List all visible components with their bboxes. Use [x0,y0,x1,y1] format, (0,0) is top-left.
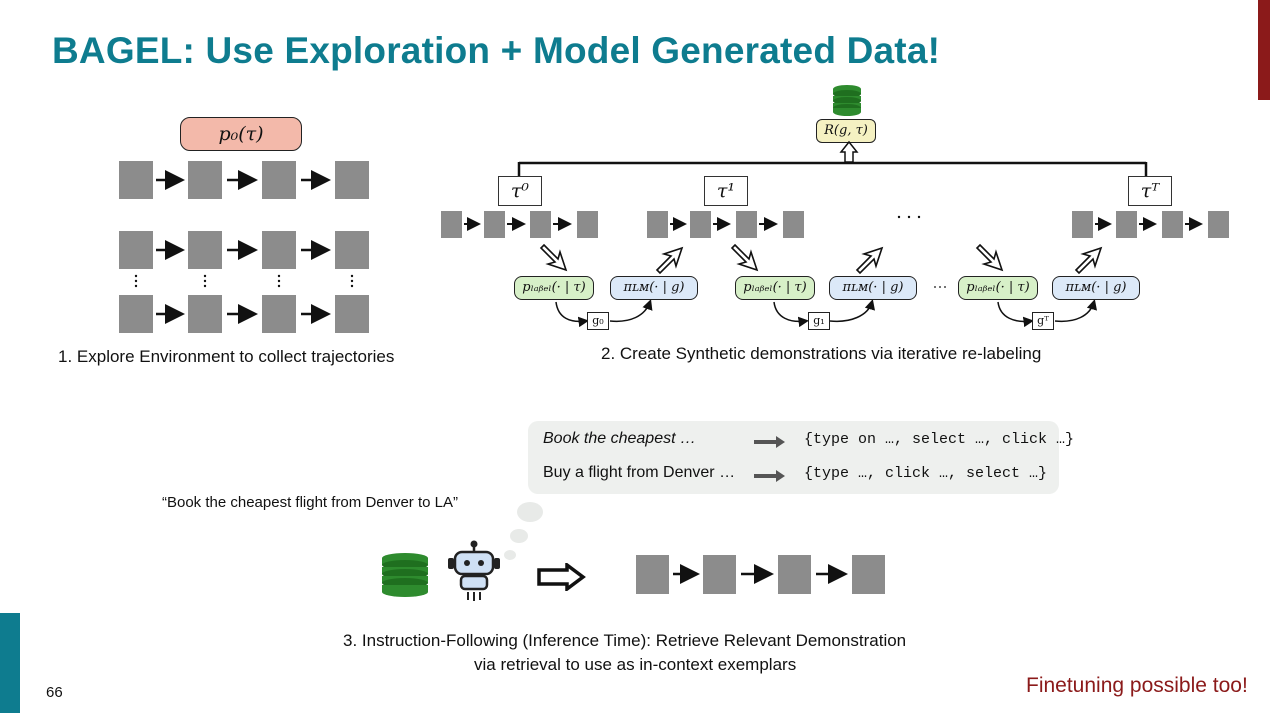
goal-connectors [555,299,1097,328]
slide-title: BAGEL: Use Exploration + Model Generated… [52,30,941,71]
trajectory-T [1072,211,1229,238]
diagonal-arrow-icon [539,243,1103,275]
arrow-icon [754,436,785,448]
label-model-box-3: pₗₐᵦₑₗ(· | τ) [958,276,1038,300]
robot-icon [448,540,500,601]
trajectory-row-2 [119,231,369,269]
up-hollow-arrow [839,140,859,163]
small-ellipsis [934,286,946,288]
accent-bar-left [0,613,20,713]
output-trajectory [636,555,885,594]
lm-policy-box-1: πʟᴍ(· | g) [610,276,698,300]
step1-caption: 1. Explore Environment to collect trajec… [58,347,395,366]
lm-policy-box-3: πʟᴍ(· | g) [1052,276,1140,300]
goal-box-T: gᵀ [1032,312,1054,330]
prior-distribution-box: p₀(τ) [180,117,302,151]
trajectory-label-0: τ⁰ [498,176,542,206]
database-icon [833,85,861,116]
user-instruction-quote: “Book the cheapest flight from Denver to… [162,494,458,511]
demonstration-examples-panel [528,421,1059,494]
step2-caption: 2. Create Synthetic demonstrations via i… [601,344,1042,363]
trajectory-row-1 [119,161,369,199]
relabeling-diagram [441,140,1229,328]
step3-caption-line2: via retrieval to use as in-context exemp… [474,655,797,674]
label-model-box-1: pₗₐᵦₑₗ(· | τ) [514,276,594,300]
example-instruction-1: Book the cheapest … [543,430,696,447]
lm-policy-box-2: πʟᴍ(· | g) [829,276,917,300]
horizontal-ellipsis [897,215,921,219]
database-icon [382,553,428,597]
goal-box-1: g₁ [808,312,830,330]
finetuning-note: Finetuning possible too! [1026,674,1248,697]
double-arrow-icon [537,563,586,591]
trajectory-label-T: τᵀ [1128,176,1172,206]
trajectory-0 [441,211,598,238]
page-number: 66 [46,684,63,701]
label-model-box-2: pₗₐᵦₑₗ(· | τ) [735,276,815,300]
step3-caption-line1: 3. Instruction-Following (Inference Time… [343,631,907,650]
thought-bubble-icon [504,502,543,560]
goal-box-0: g₀ [587,312,609,330]
example-actions-2: {type …, click …, select …} [804,465,1048,482]
trajectory-label-1: τ¹ [704,176,748,206]
trajectory-1 [647,211,804,238]
exploration-trajectories [119,161,369,333]
accent-bar-right [1258,0,1270,100]
aggregation-bracket [517,161,1148,177]
example-actions-1: {type on …, select …, click …} [804,431,1075,448]
arrow-icon [754,470,785,482]
example-instruction-2: Buy a flight from Denver … [543,464,736,481]
reward-function-box: R(g, τ) [816,119,876,143]
trajectory-row-3 [119,295,369,333]
vertical-ellipsis [134,274,354,288]
